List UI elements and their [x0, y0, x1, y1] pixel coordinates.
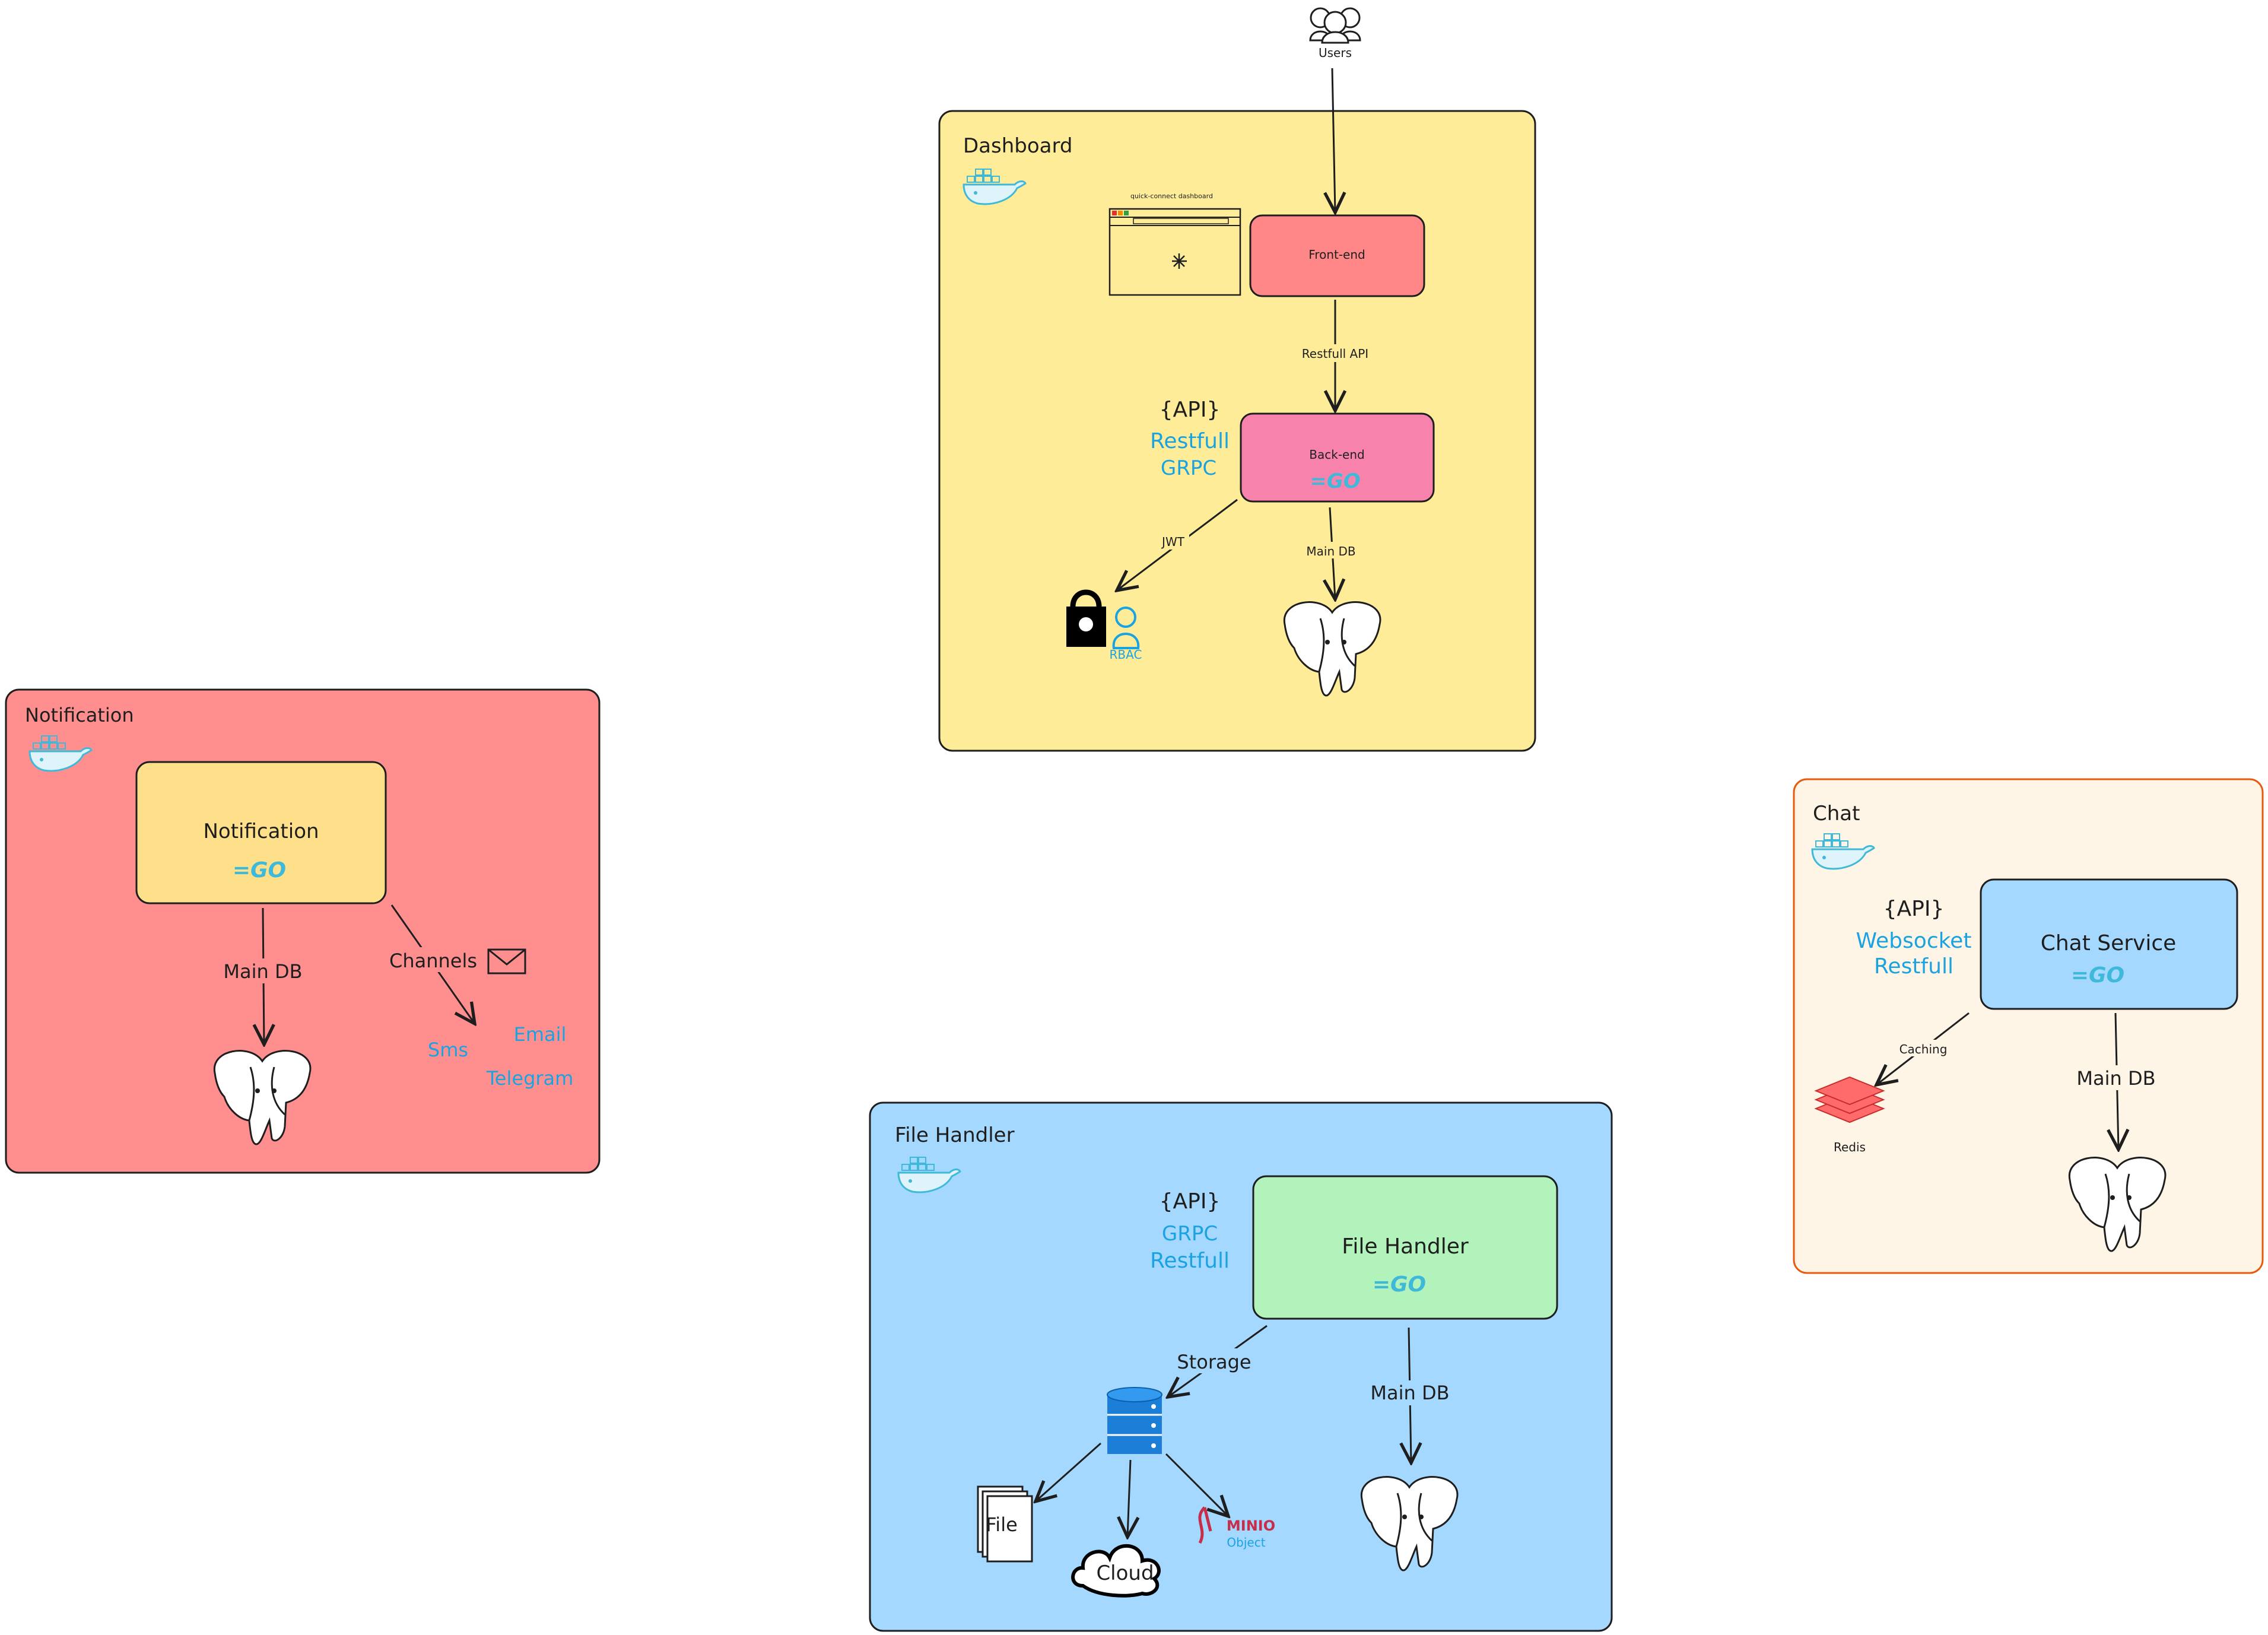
users-to-frontend-edge	[1332, 68, 1335, 212]
chat-group: Chat {API} Websocket Restfull Chat Servi…	[1793, 778, 2264, 1274]
dashboard-api-item: GRPC	[1161, 456, 1216, 480]
edge-label-jwt: JWT	[1161, 535, 1185, 549]
cloud-label: Cloud	[1096, 1561, 1154, 1585]
users-node: Users	[1309, 7, 1361, 60]
edge-label-main-db: Main DB	[223, 960, 302, 983]
go-logo-icon: =GO	[233, 858, 286, 882]
cloud-icon	[1071, 1544, 1161, 1598]
minio-label: MINIO	[1227, 1517, 1275, 1534]
file-api-title: {API}	[1160, 1189, 1221, 1214]
storage-to-cloud-edge	[1127, 1459, 1130, 1537]
storage-to-minio-edge	[1165, 1453, 1228, 1516]
edge-label-storage: Storage	[1177, 1351, 1251, 1373]
channel-sms: Sms	[428, 1039, 468, 1061]
database-icon	[1107, 1387, 1162, 1454]
notification-title: Notification	[25, 704, 134, 726]
backend-node[interactable]	[1240, 412, 1435, 503]
edge-label-channels: Channels	[389, 950, 477, 972]
go-logo-icon: =GO	[1310, 469, 1360, 493]
file-api-item: Restfull	[1150, 1249, 1230, 1273]
file-label: File	[986, 1513, 1018, 1536]
frontend-node[interactable]	[1249, 214, 1425, 297]
lock-icon	[1066, 589, 1106, 647]
file-handler-title: File Handler	[895, 1123, 1015, 1147]
users-icon	[1309, 7, 1361, 44]
rbac-label: RBAC	[1110, 647, 1142, 662]
edge-label-main-db: Main DB	[2076, 1067, 2155, 1090]
backend-label: Back-end	[1309, 447, 1364, 462]
edge-label-restfull-api: Restfull API	[1302, 347, 1368, 361]
go-logo-icon: =GO	[2071, 963, 2124, 988]
channel-telegram: Telegram	[486, 1067, 574, 1090]
redis-label: Redis	[1834, 1140, 1866, 1154]
browser-window-icon: quick-connect dashboard	[1108, 192, 1241, 296]
channel-email: Email	[514, 1023, 567, 1046]
file-handler-group: File Handler {API} GRPC Restfull File Ha…	[869, 1101, 1613, 1632]
frontend-label: Front-end	[1308, 247, 1365, 262]
dashboard-title: Dashboard	[963, 134, 1072, 158]
chat-title: Chat	[1813, 802, 1860, 826]
chat-api-item: Websocket	[1856, 929, 1972, 953]
dashboard-api-title: {API}	[1160, 398, 1221, 422]
edge-label-main-db: Main DB	[1370, 1382, 1449, 1404]
envelope-icon	[487, 948, 526, 974]
file-handler-service-label: File Handler	[1342, 1234, 1469, 1259]
redis-icon	[1814, 1076, 1885, 1123]
notification-group: Notification Notification =GO Main DB Ch…	[5, 688, 601, 1174]
chat-api-title: {API}	[1883, 897, 1945, 921]
edge-label-main-db: Main DB	[1306, 544, 1355, 558]
users-label: Users	[1319, 46, 1352, 60]
rbac-user-icon	[1112, 607, 1140, 649]
chat-api-item: Restfull	[1874, 954, 1953, 979]
edge-label-caching: Caching	[1899, 1042, 1948, 1056]
notification-service-node[interactable]	[135, 761, 387, 904]
file-stack-icon	[977, 1485, 1033, 1563]
file-handler-service-node[interactable]	[1252, 1175, 1558, 1320]
chat-service-node[interactable]	[1980, 878, 2238, 1010]
chat-service-label: Chat Service	[2041, 931, 2177, 955]
dashboard-api-item: Restfull	[1150, 429, 1230, 453]
notification-service-label: Notification	[203, 820, 319, 843]
dashboard-container	[938, 110, 1536, 752]
browser-caption: quick-connect dashboard	[1130, 192, 1213, 200]
storage-to-file-edge	[1035, 1442, 1101, 1501]
minio-icon	[1198, 1506, 1212, 1544]
minio-object-label: Object	[1227, 1535, 1265, 1550]
dashboard-group: Dashboard quick-connect dashboard Front-…	[938, 68, 1536, 752]
file-api-item: GRPC	[1162, 1222, 1218, 1246]
go-logo-icon: =GO	[1373, 1272, 1426, 1297]
